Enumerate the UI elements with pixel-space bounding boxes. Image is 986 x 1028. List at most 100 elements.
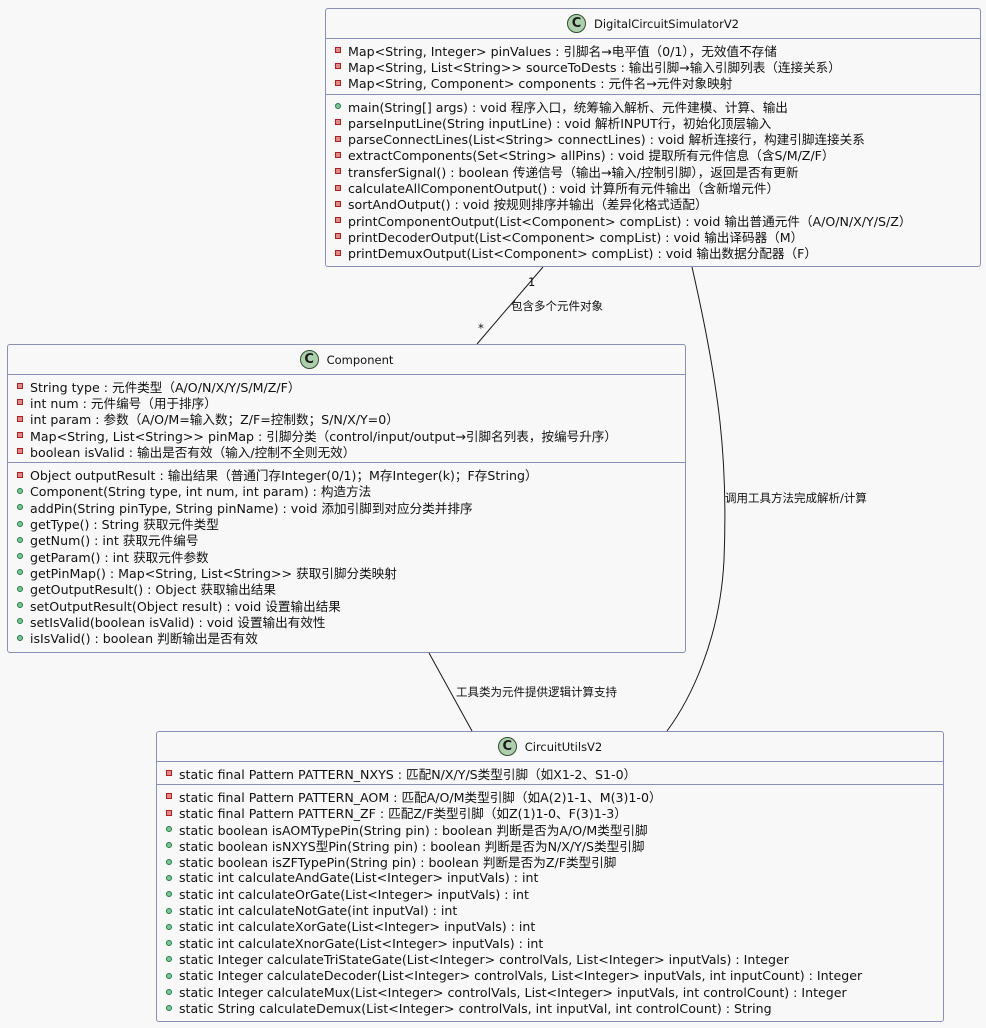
public-member-row: static boolean isAOMTypePin(String pin) … <box>157 821 943 838</box>
member-text: static Integer calculateDecoder(List<Int… <box>179 968 863 984</box>
public-visibility-icon <box>163 921 174 932</box>
member-text: parseConnectLines(List<String> connectLi… <box>348 132 865 148</box>
member-text: getParam() : int 获取元件参数 <box>30 549 209 565</box>
member-text: getNum() : int 获取元件编号 <box>30 533 199 549</box>
public-member-row: addPin(String pinType, String pinName) :… <box>8 499 685 516</box>
private-member-row: String type : 元件类型（A/O/N/X/Y/S/M/Z/F） <box>8 378 685 395</box>
public-visibility-icon <box>163 856 174 867</box>
member-text: static boolean isZFTypePin(String pin) :… <box>179 855 617 871</box>
public-visibility-icon <box>163 938 174 949</box>
methods-section: main(String[] args) : void 程序入口，统筹输入解析、元… <box>326 93 980 264</box>
member-text: static int calculateAndGate(List<Integer… <box>179 870 539 886</box>
public-visibility-icon <box>163 889 174 900</box>
private-member-row: Object outputResult : 输出结果（普通门存Integer(0… <box>8 466 685 484</box>
public-visibility-icon <box>163 954 174 965</box>
private-member-row: static final Pattern PATTERN_NXYS : 匹配N/… <box>157 765 943 782</box>
private-member-row: int num : 元件编号（用于排序） <box>8 394 685 411</box>
public-member-row: static Integer calculateTriStateGate(Lis… <box>157 951 943 967</box>
private-member-row: int param : 参数（A/O/M=输入数；Z/F=控制数；S/N/X/Y… <box>8 411 685 427</box>
relation-simulator-component <box>476 266 544 345</box>
class-header: C DigitalCircuitSimulatorV2 <box>326 9 980 39</box>
private-visibility-icon <box>332 166 343 177</box>
member-text: printComponentOutput(List<Component> com… <box>348 213 912 229</box>
public-visibility-icon <box>163 872 174 883</box>
member-text: addPin(String pinType, String pinName) :… <box>30 500 473 516</box>
private-visibility-icon <box>332 198 343 209</box>
attributes-section: static final Pattern PATTERN_NXYS : 匹配N/… <box>157 762 943 784</box>
public-visibility-icon <box>332 101 343 112</box>
private-member-row: parseConnectLines(List<String> connectLi… <box>326 130 980 148</box>
attributes-section: String type : 元件类型（A/O/N/X/Y/S/M/Z/F）int… <box>8 375 685 462</box>
private-member-row: printDemuxOutput(List<Component> compLis… <box>326 245 980 261</box>
public-member-row: static Integer calculateMux(List<Integer… <box>157 984 943 1000</box>
member-text: Component(String type, int num, int para… <box>30 484 372 500</box>
member-text: static int calculateXnorGate(List<Intege… <box>179 935 544 951</box>
public-visibility-icon <box>163 840 174 851</box>
member-text: setOutputResult(Object result) : void 设置… <box>30 598 341 614</box>
member-text: static final Pattern PATTERN_NXYS : 匹配N/… <box>179 766 637 782</box>
private-member-row: extractComponents(Set<String> allPins) :… <box>326 147 980 163</box>
public-member-row: static String calculateDemux(List<Intege… <box>157 1000 943 1016</box>
private-visibility-icon <box>332 149 343 160</box>
class-digital-circuit-simulator: C DigitalCircuitSimulatorV2 Map<String, … <box>325 8 981 267</box>
class-name: Component <box>326 352 394 367</box>
public-visibility-icon <box>14 502 25 513</box>
member-text: parseInputLine(String inputLine) : void … <box>348 115 772 131</box>
private-visibility-icon <box>163 807 174 818</box>
private-member-row: printDecoderOutput(List<Component> compL… <box>326 228 980 245</box>
public-visibility-icon <box>163 1003 174 1014</box>
multiplicity-from: 1 <box>528 275 536 289</box>
private-visibility-icon <box>332 215 343 226</box>
class-header: C Component <box>8 345 685 375</box>
member-text: Object outputResult : 输出结果（普通门存Integer(0… <box>30 468 538 484</box>
methods-section: Object outputResult : 输出结果（普通门存Integer(0… <box>8 462 685 648</box>
member-text: String type : 元件类型（A/O/N/X/Y/S/M/Z/F） <box>30 379 301 395</box>
private-member-row: sortAndOutput() : void 按规则排序并输出（差异化格式适配） <box>326 196 980 212</box>
public-member-row: static int calculateAndGate(List<Integer… <box>157 870 943 886</box>
member-text: static Integer calculateMux(List<Integer… <box>179 984 847 1000</box>
public-member-row: static boolean isNXYS型Pin(String pin) : … <box>157 837 943 854</box>
private-member-row: Map<String, Component> components : 元件名→… <box>326 75 980 91</box>
private-member-row: transferSignal() : boolean 传递信号（输出→输入/控制… <box>326 163 980 180</box>
public-visibility-icon <box>14 567 25 578</box>
member-text: setIsValid(boolean isValid) : void 设置输出有… <box>30 614 326 630</box>
private-visibility-icon <box>332 117 343 128</box>
member-text: int num : 元件编号（用于排序） <box>30 395 217 411</box>
private-member-row: static final Pattern PATTERN_AOM : 匹配A/O… <box>157 788 943 805</box>
member-text: calculateAllComponentOutput() : void 计算所… <box>348 181 780 197</box>
relation-component-utils <box>428 652 473 732</box>
private-visibility-icon <box>14 413 25 424</box>
public-member-row: setIsValid(boolean isValid) : void 设置输出有… <box>8 613 685 630</box>
private-member-row: printComponentOutput(List<Component> com… <box>326 212 980 229</box>
member-text: static Integer calculateTriStateGate(Lis… <box>179 951 789 967</box>
public-visibility-icon <box>14 534 25 545</box>
public-member-row: static boolean isZFTypePin(String pin) :… <box>157 853 943 871</box>
public-member-row: static int calculateNotGate(int inputVal… <box>157 902 943 918</box>
member-text: Map<String, Integer> pinValues : 引脚名→电平值… <box>348 43 777 59</box>
member-text: transferSignal() : boolean 传递信号（输出→输入/控制… <box>348 164 799 180</box>
private-member-row: parseInputLine(String inputLine) : void … <box>326 114 980 131</box>
class-c-icon: C <box>497 737 517 756</box>
methods-section: static final Pattern PATTERN_AOM : 匹配A/O… <box>157 784 943 1019</box>
public-visibility-icon <box>14 485 25 496</box>
class-name: DigitalCircuitSimulatorV2 <box>594 16 739 31</box>
private-member-row: Map<String, List<String>> pinMap : 引脚分类（… <box>8 427 685 444</box>
member-text: static final Pattern PATTERN_AOM : 匹配A/O… <box>179 789 662 805</box>
class-component: C Component String type : 元件类型（A/O/N/X/Y… <box>7 344 686 653</box>
private-visibility-icon <box>14 397 25 408</box>
public-member-row: isIsValid() : boolean 判断输出是否有效 <box>8 629 685 646</box>
member-text: Map<String, Component> components : 元件名→… <box>348 76 733 92</box>
member-text: getPinMap() : Map<String, List<String>> … <box>30 565 397 581</box>
member-text: boolean isValid : 输出是否有效（输入/控制不全则无效） <box>30 444 356 460</box>
public-visibility-icon <box>163 987 174 998</box>
member-text: main(String[] args) : void 程序入口，统筹输入解析、元… <box>348 99 788 115</box>
private-member-row: Map<String, Integer> pinValues : 引脚名→电平值… <box>326 42 980 59</box>
private-member-row: calculateAllComponentOutput() : void 计算所… <box>326 179 980 197</box>
public-visibility-icon <box>14 518 25 529</box>
public-visibility-icon <box>14 616 25 627</box>
public-visibility-icon <box>163 824 174 835</box>
private-visibility-icon <box>14 430 25 441</box>
public-member-row: getNum() : int 获取元件编号 <box>8 532 685 548</box>
private-visibility-icon <box>332 45 343 56</box>
